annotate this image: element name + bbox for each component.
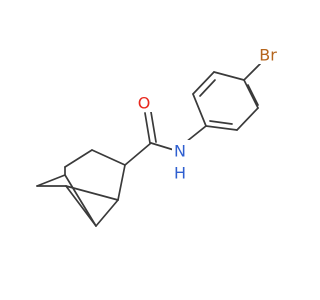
structure-svg: Br O N H: [36, 42, 282, 227]
bond: [247, 84, 259, 106]
oxygen-atom: O: [136, 92, 154, 113]
label-background: [136, 92, 154, 112]
bond: [185, 125, 207, 143]
molecule-diagram: Br O N H: [36, 42, 282, 227]
bromine-label: Br: [259, 46, 277, 65]
bond: [65, 185, 119, 201]
bond: [95, 199, 119, 227]
bond: [64, 174, 97, 227]
bond: [36, 174, 66, 187]
bond: [144, 112, 151, 144]
bond: [150, 142, 175, 151]
bond: [192, 71, 215, 95]
bond: [243, 63, 261, 81]
bond: [64, 149, 93, 168]
oxygen-label: O: [138, 94, 151, 113]
bond: [213, 71, 245, 81]
bond: [209, 120, 233, 125]
bond: [117, 164, 126, 201]
bond: [243, 79, 259, 109]
bond: [150, 111, 157, 143]
nitrogen-atom: N: [172, 140, 190, 161]
label-background: [252, 42, 282, 64]
hydrogen-atom: H: [172, 162, 190, 183]
atom-labels: Br O N H: [136, 42, 282, 183]
bond: [192, 93, 207, 127]
bond: [236, 107, 259, 131]
nitrogen-label: N: [174, 142, 186, 161]
bond: [205, 125, 238, 131]
bond: [199, 79, 216, 97]
label-background: [172, 140, 190, 160]
hydrogen-label: H: [174, 164, 186, 183]
bond: [124, 142, 152, 166]
bond: [91, 149, 126, 166]
label-background: [172, 162, 190, 182]
bond: [65, 185, 97, 227]
bromine-atom: Br: [252, 42, 282, 65]
bonds: [36, 63, 261, 227]
